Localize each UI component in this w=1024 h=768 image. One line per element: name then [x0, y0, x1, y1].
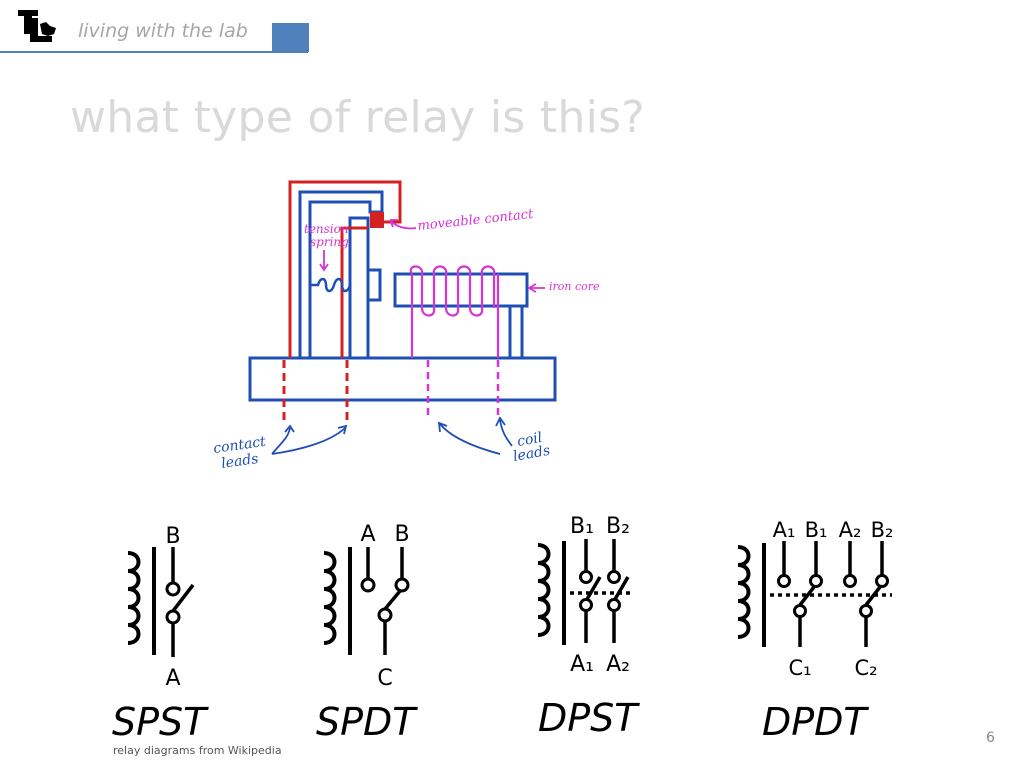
- page-number: 6: [986, 730, 995, 746]
- terminal-label: A₂: [606, 652, 630, 677]
- terminal-label: B₂: [606, 514, 630, 539]
- label-tension-spring: tension: [304, 222, 349, 236]
- logo-icon: [16, 8, 58, 50]
- terminal-label: A: [360, 522, 375, 547]
- brand-text: living with the lab: [78, 20, 248, 42]
- terminal-label: A₂: [839, 518, 862, 542]
- terminal-label: A: [165, 666, 180, 691]
- label-moveable-contact: moveable contact: [417, 207, 535, 234]
- label-contact-leads-2: leads: [220, 451, 259, 472]
- terminal-label: C₁: [788, 656, 811, 680]
- label-tension-spring-2: spring: [310, 235, 349, 249]
- terminal-label: A₁: [570, 652, 594, 677]
- coil-icon: [737, 545, 751, 639]
- relay-dpdt-diagram: A₁ B₁ A₂ B₂ C₁ C₂: [737, 518, 894, 680]
- label-coil-leads: coil: [516, 430, 544, 450]
- label-contact-leads: contact: [212, 434, 267, 457]
- image-credit: relay diagrams from Wikipedia: [113, 744, 282, 757]
- sketch-iron-core: [393, 272, 529, 308]
- terminal-label: B: [394, 522, 409, 547]
- relay-sketch: tension spring moveable contact iron cor…: [212, 180, 600, 472]
- relay-dpst-diagram: B₁ B₂ A₁ A₂: [537, 514, 630, 677]
- terminal-label: C: [377, 666, 392, 691]
- sketch-contact-arm: [348, 216, 370, 358]
- label-coil-leads-2: leads: [512, 443, 551, 465]
- relay-name-dpdt: DPDT: [762, 700, 867, 744]
- label-iron-core: iron core: [549, 280, 600, 293]
- header-divider: [0, 51, 308, 53]
- relay-name-spdt: SPDT: [316, 700, 416, 744]
- slide-title: what type of relay is this?: [70, 92, 646, 143]
- terminal-label: B₁: [805, 518, 828, 542]
- header-accent-box: [272, 23, 309, 52]
- terminal-label: C₂: [854, 656, 877, 680]
- terminal-label: B: [165, 524, 180, 549]
- coil-icon: [537, 543, 551, 637]
- terminal-label: B₂: [871, 518, 894, 542]
- sketch-spring: [310, 277, 352, 293]
- relay-name-spst: SPST: [112, 700, 207, 744]
- relay-spdt-diagram: A B C: [323, 522, 410, 691]
- terminal-label: A₁: [773, 518, 796, 542]
- sketch-base: [248, 356, 557, 402]
- relay-spst-diagram: B A: [127, 524, 195, 691]
- coil-icon: [323, 551, 337, 645]
- terminal-label: B₁: [570, 514, 594, 539]
- coil-icon: [127, 551, 141, 645]
- relay-name-dpst: DPST: [538, 696, 638, 740]
- sketch-coil: [409, 265, 496, 317]
